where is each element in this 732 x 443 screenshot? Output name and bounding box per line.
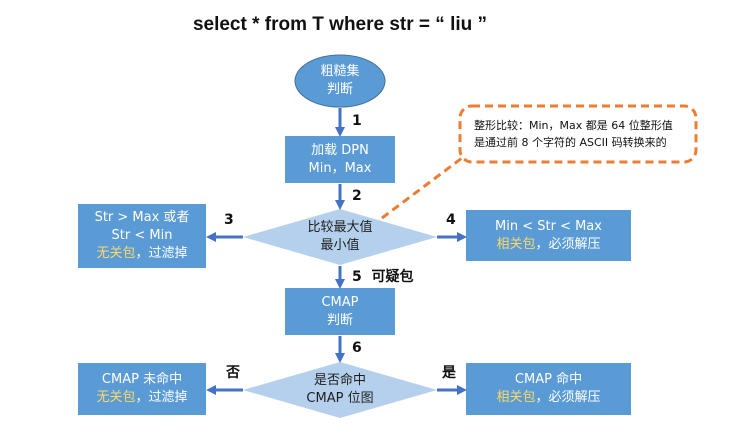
load-dpn-box — [285, 136, 395, 183]
note-callout-box — [458, 104, 698, 164]
cmap-hit-box — [466, 363, 631, 415]
rough-set-line2: 判断 — [326, 82, 353, 97]
branch-yes-label: 是 — [442, 365, 456, 381]
decompress-line1: Min < Str < Max — [495, 218, 602, 234]
compare-label: 比较最大值 最小值 — [280, 218, 400, 256]
discard-line3: 无关包，过滤掉 — [96, 245, 187, 263]
cmap-hit-line1: CMAP 命中 — [514, 372, 583, 387]
load-dpn-line2: Min，Max — [308, 160, 372, 176]
compare-diamond — [243, 209, 437, 265]
cmap-miss-line1: CMAP 未命中 — [101, 372, 183, 387]
rough-set-label: 粗糙集 判断 — [295, 62, 385, 100]
rough-set-line1: 粗糙集 — [320, 64, 360, 79]
load-dpn-line1: 加载 DPN — [311, 142, 369, 158]
cmap-line2: 判断 — [326, 312, 353, 328]
cmap-hit-rest: ，必须解压 — [535, 390, 601, 405]
step-3-label: 3 — [224, 212, 234, 228]
decompress-line2: 相关包，必须解压 — [496, 236, 600, 254]
cmap-miss-highlight: 无关包 — [96, 390, 136, 405]
cmap-check-line2: CMAP 位图 — [306, 391, 374, 406]
step-2-label: 2 — [352, 188, 362, 204]
cmap-hit-highlight: 相关包 — [496, 390, 536, 405]
cmap-miss-rest: ，过滤掉 — [135, 390, 188, 405]
note-text: 整形比较：Min，Max 都是 64 位整形值 是通过前 8 个字符的 ASCI… — [466, 110, 696, 158]
note-callout-connector — [381, 156, 463, 220]
decompress-highlight: 相关包 — [496, 236, 536, 252]
decompress-label: Min < Str < Max 相关包，必须解压 — [466, 210, 631, 261]
discard-label: Str > Max 或者 Str < Min 无关包，过滤掉 — [78, 204, 206, 268]
cmap-check-line1: 是否命中 — [313, 373, 366, 388]
compare-line2: 最小值 — [320, 238, 360, 253]
compare-line1: 比较最大值 — [307, 220, 373, 235]
load-dpn-label: 加载 DPN Min，Max — [285, 136, 395, 183]
step-1-label: 1 — [352, 113, 362, 129]
discard-line2: Str < Min — [111, 228, 173, 243]
cmap-box — [285, 288, 395, 335]
note-line2: 是通过前 8 个字符的 ASCII 码转换来的 — [474, 136, 667, 149]
discard-box — [78, 204, 206, 268]
cmap-line1: CMAP — [321, 294, 359, 310]
query-title: select * from T where str = “ liu ” — [192, 14, 488, 35]
decompress-rest: ，必须解压 — [535, 236, 601, 252]
cmap-hit-label: CMAP 命中 相关包，必须解压 — [466, 363, 631, 415]
decompress-box — [466, 210, 631, 261]
step-6-label: 6 — [352, 340, 362, 356]
discard-rest: ，过滤掉 — [135, 246, 188, 261]
step-4-label: 4 — [446, 212, 456, 228]
cmap-label: CMAP 判断 — [285, 288, 395, 335]
cmap-hit-line2: 相关包，必须解压 — [496, 389, 600, 407]
cmap-check-diamond — [243, 362, 437, 418]
cmap-miss-box — [78, 363, 206, 415]
cmap-miss-label: CMAP 未命中 无关包，过滤掉 — [78, 363, 206, 415]
step-5-label: 5 可疑包 — [352, 266, 414, 286]
discard-highlight: 无关包 — [96, 246, 136, 261]
step-5-text: 可疑包 — [371, 269, 414, 285]
branch-no-label: 否 — [226, 365, 240, 381]
cmap-check-label: 是否命中 CMAP 位图 — [280, 371, 400, 409]
note-line1: 整形比较：Min，Max 都是 64 位整形值 — [474, 119, 673, 132]
cmap-miss-line2: 无关包，过滤掉 — [96, 389, 187, 407]
discard-line1: Str > Max 或者 — [94, 210, 190, 225]
step-5-number: 5 — [352, 269, 362, 285]
rough-set-node — [294, 54, 386, 108]
